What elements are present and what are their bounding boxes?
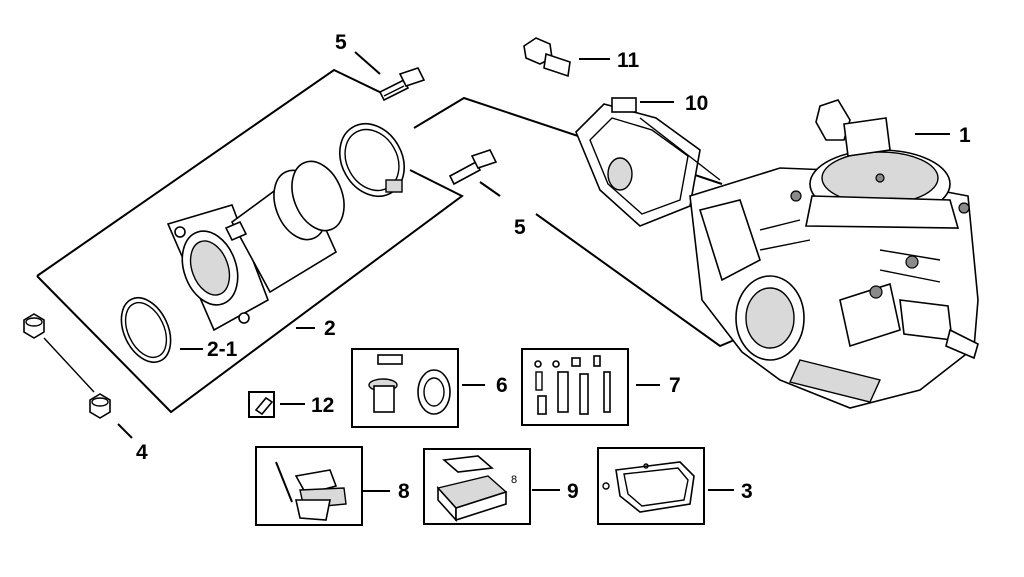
kit-box-8 xyxy=(255,446,363,526)
bolt-part-11 xyxy=(523,37,571,78)
callout-1: 1 xyxy=(959,124,971,147)
callout-10: 10 xyxy=(685,92,708,115)
callout-12: 12 xyxy=(311,394,334,417)
small-o-ring-label: 8 xyxy=(511,474,517,486)
nut-leader xyxy=(43,337,95,393)
callout-11: 11 xyxy=(617,49,640,72)
bolt-part-upper xyxy=(378,67,426,102)
callout-4: 4 xyxy=(136,441,148,464)
callout-7: 7 xyxy=(669,374,681,397)
carburetor-part xyxy=(689,99,979,409)
hose-clamp-part xyxy=(339,123,405,197)
bolt-part-lower xyxy=(448,149,498,186)
kit-box-9: 8 xyxy=(423,448,531,525)
cover-to-carb-leader xyxy=(639,117,721,181)
callout-9: 9 xyxy=(567,480,579,503)
kit-box-3 xyxy=(597,447,705,525)
o-ring-part xyxy=(120,297,172,363)
nut-part-upper xyxy=(23,313,45,339)
callout-2-1: 2-1 xyxy=(207,338,238,361)
callout-6: 6 xyxy=(496,374,508,397)
intake-pipe-part xyxy=(166,160,345,332)
callout-5-lower: 5 xyxy=(514,216,526,239)
callout-3: 3 xyxy=(741,480,753,503)
group-outline-top xyxy=(36,68,389,277)
kit-box-6 xyxy=(351,348,459,428)
leader-lines xyxy=(117,51,950,492)
callout-8: 8 xyxy=(398,480,410,503)
group-outline-bottom xyxy=(36,169,464,414)
part-12-box xyxy=(248,391,275,418)
cover-part-10 xyxy=(575,97,701,227)
callout-5-upper: 5 xyxy=(335,31,347,54)
kit-box-7 xyxy=(521,348,629,426)
callout-2: 2 xyxy=(324,317,336,340)
nut-part-lower xyxy=(89,393,111,419)
